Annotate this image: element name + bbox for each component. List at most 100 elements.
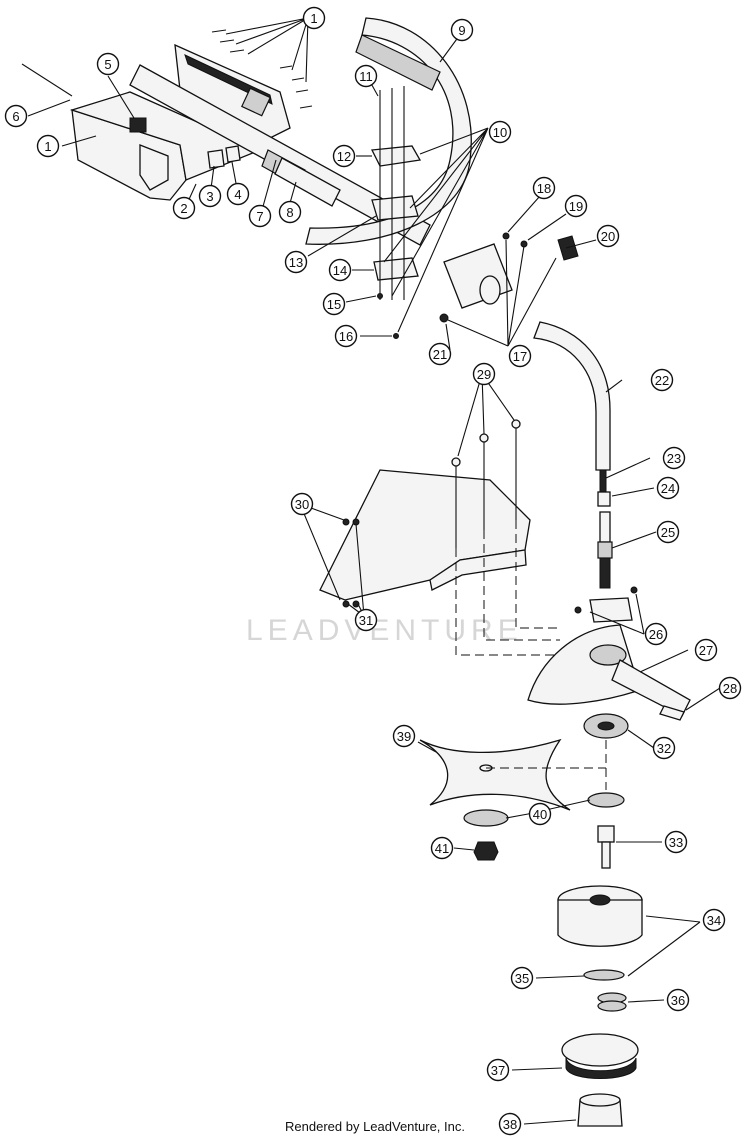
callout-label: 1 [310,11,317,26]
callout-label: 2 [180,201,187,216]
callout-label: 34 [707,913,721,928]
callout-27: 27 [694,638,718,662]
callout-label: 11 [359,69,373,84]
callout-circle [322,292,346,316]
callout-25: 25 [656,520,680,544]
callout-circle [248,204,272,228]
callout-circle [428,342,452,366]
callout-label: 5 [104,57,111,72]
callout-label: 18 [537,181,551,196]
callout-label: 38 [503,1117,517,1132]
callout-label: 16 [339,329,353,344]
gearhead-assembly [419,586,691,1127]
callout-label: 33 [669,835,683,850]
callout-circle [656,476,680,500]
callout-circle [302,6,326,30]
watermark: LEADVENTURE [246,614,523,647]
callout-circle [528,802,552,826]
callout-22: 22 [650,368,674,392]
callout-2: 2 [172,196,196,220]
throttle-handle-assembly [21,29,431,246]
callout-15: 15 [322,292,346,316]
callout-circle [284,250,308,274]
callout-circle [4,104,28,128]
callout-circle [332,144,356,168]
callout-label: 36 [671,993,685,1008]
callout-label: 13 [289,255,303,270]
callout-label: 39 [397,729,411,744]
callout-circle [652,736,676,760]
callout-10: 10 [488,120,512,144]
callout-label: 30 [295,497,309,512]
callout-35: 35 [510,966,534,990]
callout-label: 7 [256,209,263,224]
callout-label: 22 [655,373,669,388]
debris-shield [319,419,560,656]
callout-circle [650,368,674,392]
callout-18: 18 [532,176,556,200]
callout-19: 19 [564,194,588,218]
callout-circle [472,362,496,386]
callout-4: 4 [226,182,250,206]
callout-3: 3 [198,184,222,208]
callout-26: 26 [644,622,668,646]
callout-label: 3 [206,189,213,204]
callout-circle [510,966,534,990]
callout-40: 40 [528,802,552,826]
callout-12: 12 [332,144,356,168]
callout-label: 25 [661,525,675,540]
callout-label: 32 [657,741,671,756]
callout-1: 1 [36,134,60,158]
callout-circle [564,194,588,218]
callout-circle [664,830,688,854]
callout-label: 37 [491,1063,505,1078]
callout-16: 16 [334,324,358,348]
callout-17: 17 [508,344,532,368]
callout-circle [450,18,474,42]
callout-8: 8 [278,200,302,224]
callout-circle [354,64,378,88]
callout-label: 10 [493,125,507,140]
handlebar [305,17,472,245]
callout-41: 41 [430,836,454,860]
callout-label: 19 [569,199,583,214]
callout-circle [486,1058,510,1082]
callout-circle [328,258,352,282]
callout-31: 31 [354,608,378,632]
callout-circle [198,184,222,208]
handle-clamp-assembly [370,86,422,339]
callout-circle [172,196,196,220]
callout-34: 34 [702,908,726,932]
callout-circle [694,638,718,662]
callout-circle [508,344,532,368]
callout-5: 5 [96,52,120,76]
callout-28: 28 [718,676,742,700]
callout-circle [226,182,250,206]
callout-6: 6 [4,104,28,128]
callout-circle [532,176,556,200]
callout-circle [392,724,416,748]
callout-circle [662,446,686,470]
callout-13: 13 [284,250,308,274]
shaft-coupler [439,232,579,323]
callout-circle [334,324,358,348]
callout-24: 24 [656,476,680,500]
callout-36: 36 [666,988,690,1012]
callout-circle [644,622,668,646]
callout-33: 33 [664,830,688,854]
callout-circle [278,200,302,224]
callout-label: 4 [234,187,241,202]
callout-38: 38 [498,1112,522,1136]
callout-circle [488,120,512,144]
callout-label: 1 [44,139,51,154]
callout-circle [290,492,314,516]
lower-shaft [533,321,613,589]
callout-circle [702,908,726,932]
callout-11: 11 [354,64,378,88]
callout-9: 9 [450,18,474,42]
callout-21: 21 [428,342,452,366]
callout-label: 40 [533,807,547,822]
callout-circle [666,988,690,1012]
